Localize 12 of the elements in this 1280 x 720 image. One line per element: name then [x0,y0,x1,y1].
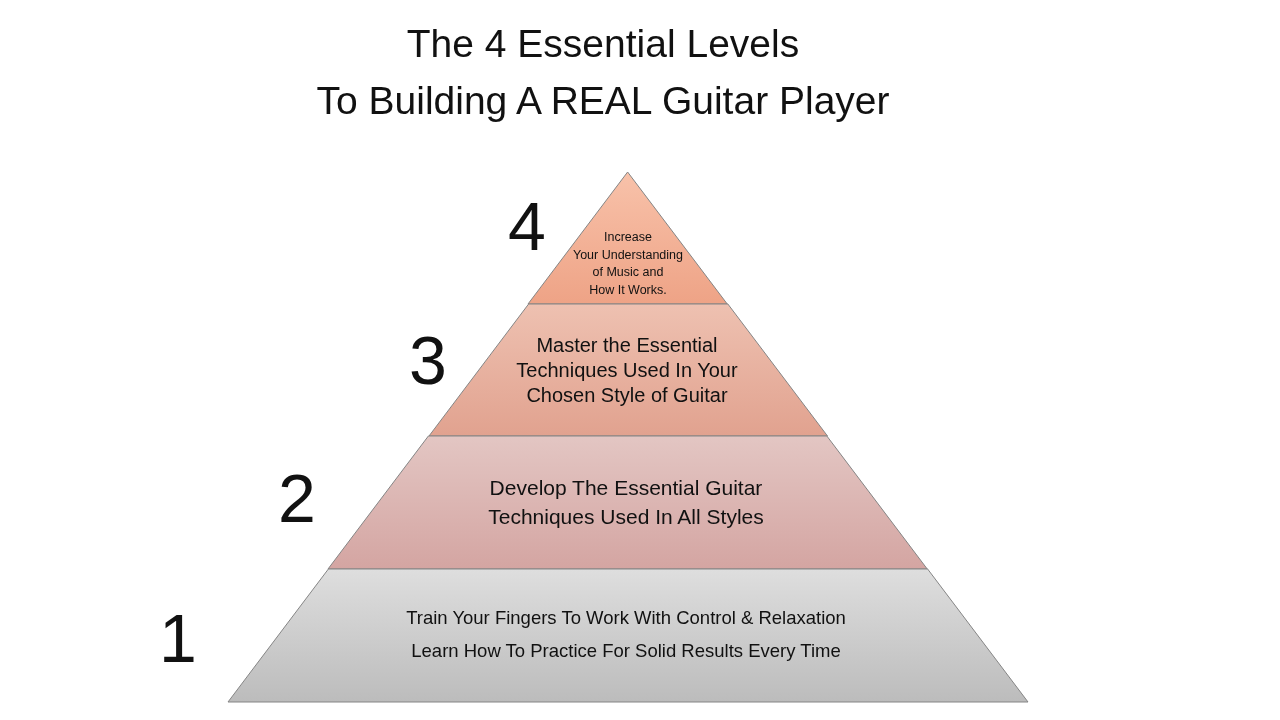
title: The 4 Essential Levels To Building A REAL Guitar Player [316,21,890,124]
tier-text: Learn How To Practice For Solid Results Every Time [411,639,841,663]
level-number: 2 [278,464,316,532]
tier-text: Master the Essential Techniques Used In Your Chosen Style of Guitar [516,332,738,408]
level-number: 3 [409,326,447,394]
tier-text: Increase Your Understanding of Music and How It Works. [572,229,683,299]
tier-text: Develop The Essential Guitar Techniques Used In All Styles [488,475,764,530]
level-number: 4 [508,192,546,260]
tier-text: Train Your Fingers To Work With Control & Relaxation [406,606,846,630]
pyramid-tier [328,436,928,569]
level-number: 1 [159,604,197,672]
pyramid-tier [228,569,1028,702]
